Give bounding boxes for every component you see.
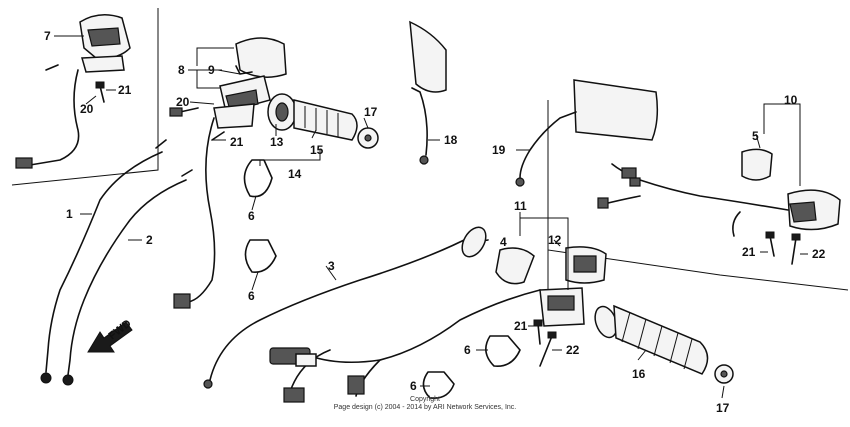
throttle-grip-assembly[interactable] (267, 93, 358, 141)
callout-13: 13 (270, 135, 284, 149)
callout-1: 1 (66, 207, 73, 221)
callout-17b: 17 (716, 401, 730, 415)
cable-clamp-lower[interactable] (244, 239, 277, 273)
callout-7: 7 (44, 29, 51, 43)
callout-18: 18 (444, 133, 458, 147)
frame-lines (11, 8, 849, 291)
throttle-cable-1[interactable] (40, 139, 167, 384)
callout-20: 20 (80, 102, 94, 116)
screw-21-right[interactable] (765, 231, 775, 257)
throttle-cable-2[interactable] (62, 169, 193, 386)
callout-6b: 6 (248, 289, 255, 303)
wiring-harness[interactable] (203, 223, 541, 403)
bar-end-weight-upper[interactable] (357, 127, 379, 149)
bar-end-weight-lower[interactable] (714, 364, 734, 384)
callout-11: 11 (514, 199, 527, 213)
callout-labels: 7 21 20 8 9 20 21 13 15 14 17 18 19 1 2 … (44, 29, 826, 415)
right-switch-assembly[interactable] (495, 246, 607, 327)
callout-8: 8 (178, 63, 185, 77)
upper-switch-assembly[interactable] (169, 37, 287, 309)
copyright-line-2: Page design (c) 2004 - 2014 by ARI Netwo… (333, 404, 517, 411)
callout-2: 2 (146, 233, 153, 247)
callout-6a: 6 (248, 209, 255, 223)
screw-21-center[interactable] (533, 319, 543, 345)
screw-22-right[interactable] (791, 233, 801, 265)
callout-9: 9 (208, 63, 215, 77)
callout-12: 12 (548, 233, 562, 247)
leader-lines (54, 35, 808, 399)
screw-22-center[interactable] (539, 331, 557, 367)
callout-21b: 21 (230, 135, 244, 149)
callout-5: 5 (752, 129, 759, 143)
callout-21: 21 (118, 83, 132, 97)
callout-16: 16 (632, 367, 646, 381)
callout-3: 3 (328, 259, 335, 273)
callout-22a: 22 (812, 247, 826, 261)
callout-6c: 6 (464, 343, 471, 357)
left-switch-housing[interactable] (15, 14, 131, 169)
copyright-line-1: Copyright (410, 396, 440, 403)
callout-17a: 17 (364, 105, 378, 119)
cable-clamp-upper[interactable] (243, 159, 273, 198)
fwd-arrow: FWD (87, 317, 134, 353)
far-right-switch-housing[interactable] (597, 148, 841, 237)
callout-6d: 6 (410, 379, 417, 393)
callout-21d: 21 (514, 319, 528, 333)
copyright-notice: Copyright Page design (c) 2004 - 2014 by… (0, 396, 850, 412)
mirror-left[interactable] (409, 20, 447, 165)
callout-22b: 22 (566, 343, 580, 357)
mirror-right[interactable] (515, 79, 659, 187)
cable-clamp-right-upper[interactable] (485, 335, 521, 367)
screw-21-top-left[interactable] (95, 81, 105, 103)
callout-10: 10 (784, 93, 798, 107)
callout-4: 4 (500, 235, 507, 249)
callout-15: 15 (310, 143, 324, 157)
callout-19: 19 (492, 143, 506, 157)
left-handlebar-grip[interactable] (591, 304, 709, 375)
callout-14: 14 (288, 167, 302, 181)
callout-21c: 21 (742, 245, 756, 259)
callout-20b: 20 (176, 95, 190, 109)
cable-clamp-right-lower[interactable] (422, 371, 455, 400)
